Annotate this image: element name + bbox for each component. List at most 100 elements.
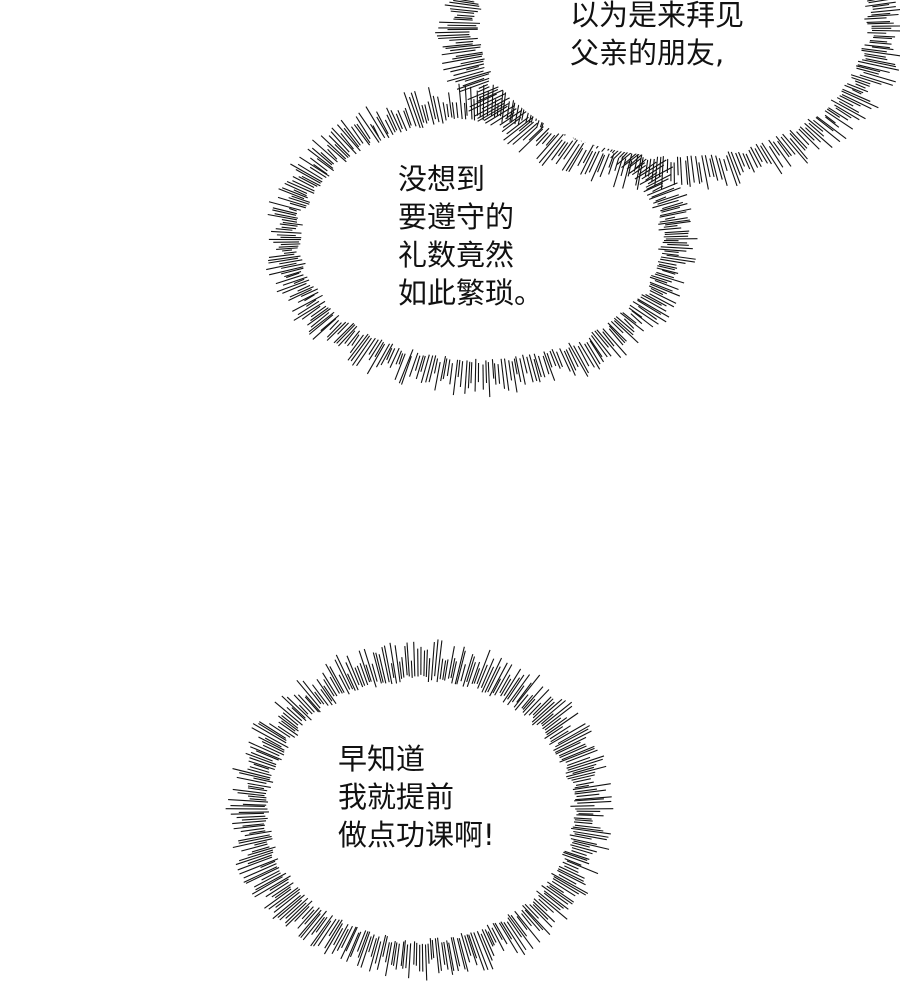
speed-line [291,707,307,722]
speed-line [656,271,675,279]
speed-line [649,293,675,308]
speed-line [286,696,312,721]
speed-line [471,661,481,684]
speed-line [649,281,673,292]
speed-line [503,358,510,391]
speed-line [559,745,587,759]
speed-line [281,720,296,732]
speed-line [425,355,434,383]
speed-line [494,664,513,696]
speed-line [559,348,571,372]
speed-line [550,730,569,743]
speed-line [273,891,300,913]
speed-line [243,866,278,883]
speed-line [632,301,667,323]
speed-line [565,349,577,371]
speed-line [463,102,467,120]
speed-line [662,201,684,210]
speed-line [372,652,382,684]
speed-line [659,208,692,217]
speed-line [443,60,484,71]
speed-line [268,257,299,264]
speed-line [333,927,344,946]
speed-line [292,294,323,312]
speed-line [709,158,715,177]
speed-line [480,933,493,961]
speed-line [645,294,667,307]
speed-line [268,255,301,262]
speed-line [608,325,626,344]
speed-line [356,665,366,686]
speed-line [456,14,475,17]
speed-line [301,175,321,187]
speed-line [730,151,741,176]
speed-line [325,663,343,694]
speed-line [500,358,506,389]
speed-line [264,888,292,909]
speed-line [240,827,265,833]
speed-line [718,158,728,186]
speed-line [789,129,808,149]
speed-line [685,160,689,185]
speed-line [390,663,395,678]
speed-line [851,89,862,95]
speed-line [289,207,297,212]
speed-line [404,646,408,676]
speed-line [309,166,327,179]
speed-line [552,878,580,895]
speed-line [433,358,439,374]
speed-line [306,299,317,307]
speed-line [654,279,679,291]
speed-line [519,358,526,385]
speed-line [269,878,289,891]
speed-line [580,150,594,175]
speed-line [242,823,264,827]
speed-line [661,206,680,213]
speed-line [755,143,768,164]
speed-line [662,269,676,275]
speed-line [572,826,604,832]
speed-line [455,71,491,83]
speed-line [789,132,806,151]
speed-line [370,123,382,141]
speed-line [666,254,696,260]
speed-line [293,278,305,285]
speed-line [676,156,679,176]
speed-line [557,725,590,745]
speed-line [420,354,430,384]
speed-line [573,345,590,374]
speed-line [574,833,607,841]
speed-line [313,164,328,175]
text-line: 父亲的朋友, [570,36,725,70]
bubble-interior [480,0,864,156]
speed-line [871,12,891,16]
speed-line [545,134,556,146]
speed-line [872,6,896,10]
speed-line [522,904,551,936]
speed-line [394,353,406,380]
speed-line [857,60,900,71]
speed-line [662,241,688,244]
speed-line [395,113,403,130]
speed-line [508,360,513,381]
speed-line [824,114,836,124]
speed-line [281,226,297,230]
speed-line [301,305,321,320]
speed-line [449,1,480,7]
text-line: 礼数竟然 [398,238,515,272]
speed-line [631,310,654,328]
speed-line [349,334,364,354]
speed-line [470,932,485,971]
speed-line [286,706,303,722]
speed-line [735,152,744,173]
speed-line [276,247,298,250]
speed-line [395,943,400,970]
speed-line [239,772,270,781]
speed-line [281,695,306,719]
speed-line [398,353,404,365]
speed-line [865,58,896,66]
speed-line [251,727,289,749]
speed-line [826,108,841,118]
speed-line [293,300,326,321]
speed-line [448,942,455,971]
